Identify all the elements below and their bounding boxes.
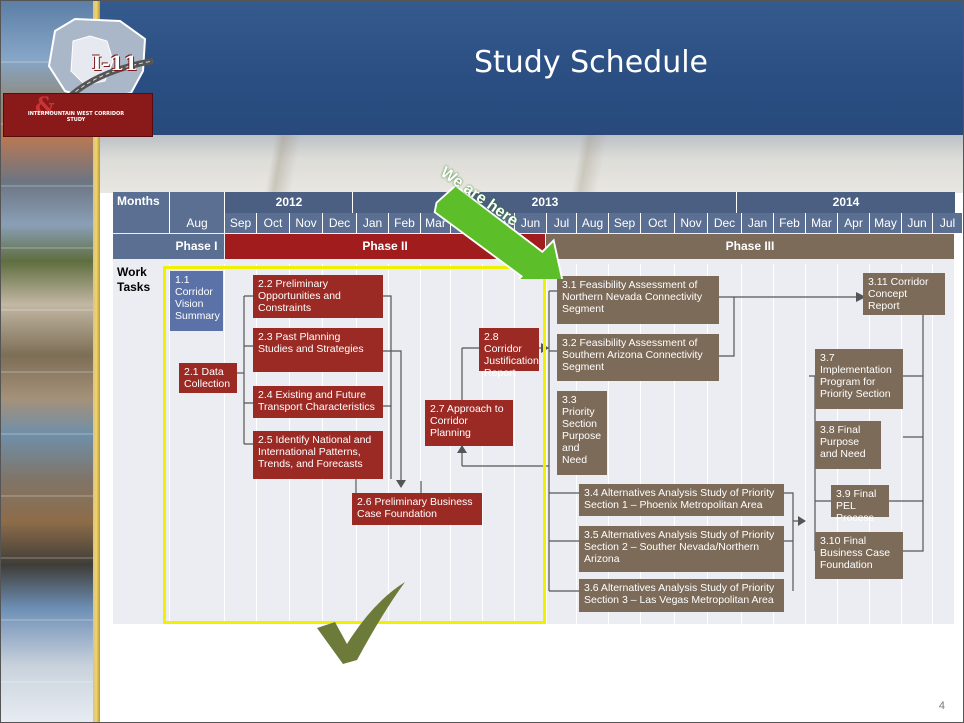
month-cell: Dec	[707, 213, 741, 233]
month-gridline	[608, 264, 609, 624]
month-cell: Aug	[169, 213, 224, 233]
phase-row-label-cell	[113, 234, 169, 259]
month-cell: Sep	[224, 213, 256, 233]
month-cell: Jun	[514, 213, 546, 233]
month-gridline	[674, 264, 675, 624]
task-3-8: 3.8 Final Purpose and Need	[815, 421, 881, 469]
month-cell: Oct	[640, 213, 674, 233]
task-3-10: 3.10 Final Business Case Foundation	[815, 532, 903, 579]
gold-accent-bar	[93, 1, 100, 722]
month-gridline	[514, 264, 515, 624]
phase-3-cell: Phase III	[546, 234, 954, 259]
month-cell: Jul	[932, 213, 962, 233]
month-cell: Mar	[805, 213, 837, 233]
month-cell: Nov	[289, 213, 322, 233]
month-cell: Feb	[773, 213, 805, 233]
month-cell: Jan	[356, 213, 388, 233]
checkmark-icon	[317, 582, 405, 664]
task-3-5: 3.5 Alternatives Analysis Study of Prior…	[579, 526, 784, 572]
task-3-7: 3.7 Implementation Program for Priority …	[815, 349, 903, 409]
page-number: 4	[938, 700, 945, 712]
month-cell: Jun	[901, 213, 932, 233]
month-cell: Apr	[837, 213, 869, 233]
month-cell: Jan	[741, 213, 773, 233]
task-2-1: 2.1 Data Collection	[179, 363, 237, 393]
title-bar	[100, 1, 963, 135]
task-3-6: 3.6 Alternatives Analysis Study of Prior…	[579, 579, 784, 612]
month-gridline	[707, 264, 708, 624]
year-cell-2012-lead	[169, 192, 225, 213]
work-tasks-label-line1: Work	[117, 265, 147, 279]
month-gridline	[932, 264, 933, 624]
logo-badge	[3, 93, 153, 137]
month-cell: Nov	[674, 213, 707, 233]
task-2-6: 2.6 Preliminary Business Case Foundation	[352, 493, 482, 525]
task-2-3: 2.3 Past Planning Studies and Strategies	[253, 328, 383, 372]
months-row-label-cell	[113, 192, 169, 233]
month-gridline	[640, 264, 641, 624]
month-gridline	[741, 264, 742, 624]
month-cell: May	[869, 213, 901, 233]
month-cell: Jul	[546, 213, 576, 233]
task-2-2: 2.2 Preliminary Opportunities and Constr…	[253, 275, 383, 318]
we-are-here-arrow-icon	[433, 184, 564, 279]
month-gridline	[169, 264, 170, 624]
work-tasks-label-line2: Tasks	[117, 280, 151, 294]
task-2-8: 2.8 Corridor Justification Report	[479, 328, 539, 379]
task-2-5: 2.5 Identify National and International …	[253, 431, 383, 479]
month-gridline	[420, 264, 421, 624]
month-cell: Dec	[322, 213, 356, 233]
month-cell: Aug	[576, 213, 608, 233]
task-2-7: 2.7 Approach to Corridor Planning	[425, 400, 513, 446]
task-3-2: 3.2 Feasibility Assessment of Southern A…	[557, 334, 719, 381]
completed-phase-highlight	[163, 266, 546, 624]
months-row-label: Months	[117, 194, 160, 208]
logo-ampersand: &	[35, 93, 55, 119]
road-photo-band	[100, 135, 963, 193]
task-3-4: 3.4 Alternatives Analysis Study of Prior…	[579, 484, 784, 516]
task-2-4: 2.4 Existing and Future Transport Charac…	[253, 386, 383, 418]
task-3-9: 3.9 Final PEL Process	[831, 485, 889, 524]
task-3-1: 3.1 Feasibility Assessment of Northern N…	[557, 276, 719, 324]
month-gridline	[546, 264, 547, 624]
i11-logo: I-11	[35, 11, 155, 137]
month-gridline	[773, 264, 774, 624]
month-cell: Feb	[388, 213, 420, 233]
task-3-11: 3.11 Corridor Concept Report	[863, 273, 945, 315]
year-cell-2014: 2014	[736, 192, 955, 213]
slide-title: Study Schedule	[473, 45, 708, 80]
year-cell-2012: 2012	[224, 192, 353, 213]
month-cell: Oct	[256, 213, 289, 233]
month-cell: Sep	[608, 213, 640, 233]
month-gridline	[805, 264, 806, 624]
task-3-3: 3.3 Priority Section Purpose and Need	[557, 391, 607, 475]
month-gridline	[224, 264, 225, 624]
phase-1-cell: Phase I	[169, 234, 224, 259]
logo-tagline: INTERMOUNTAIN WEST CORRIDOR STUDY	[27, 111, 125, 123]
logo-mark: I-11	[92, 51, 138, 75]
task-1-1: 1.1 Corridor Vision Summary	[170, 271, 223, 331]
